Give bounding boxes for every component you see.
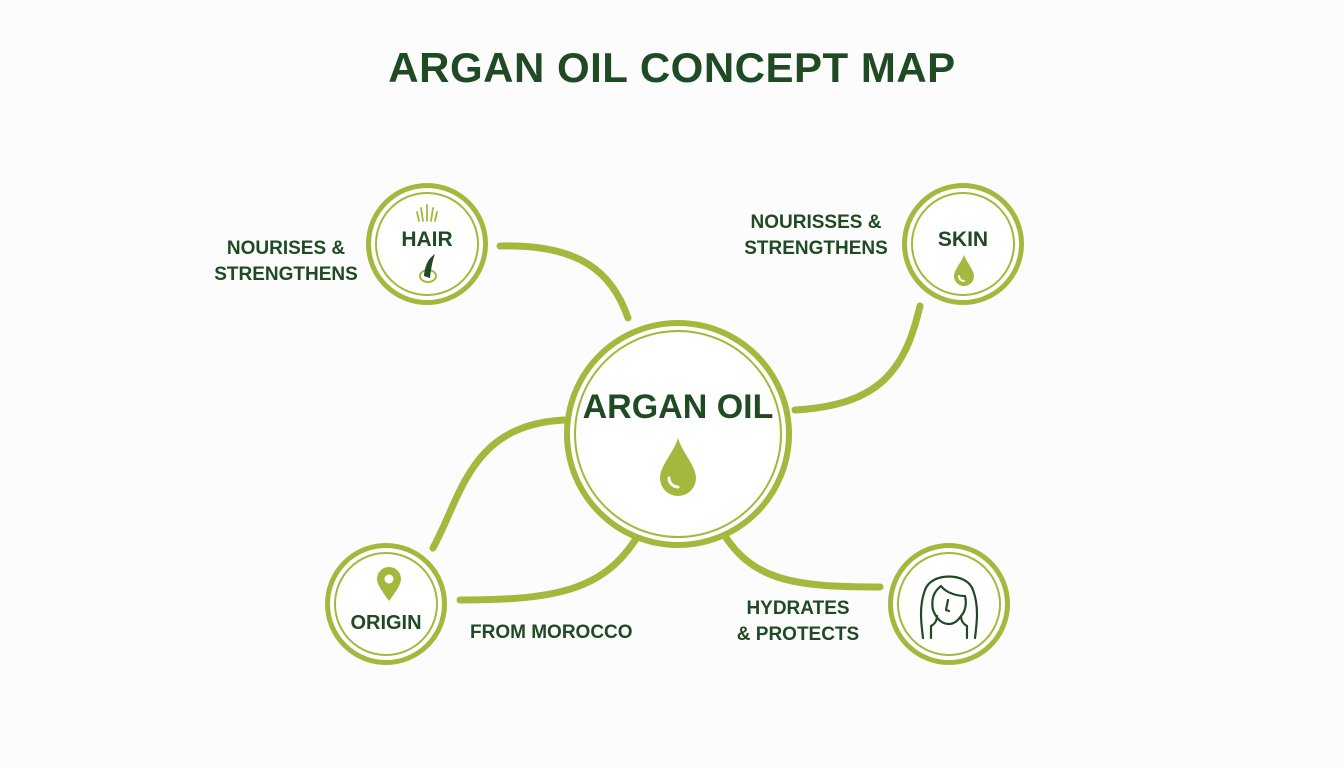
- skin-caption: NOURISSES & STRENGTHENS: [744, 212, 888, 259]
- droplet-icon: [954, 255, 974, 286]
- face-node[interactable]: [888, 543, 1010, 665]
- origin-caption: FROM MOROCCO: [470, 622, 633, 643]
- page-title: ARGAN OIL CONCEPT MAP: [388, 44, 956, 91]
- hair-strand-icon: [419, 254, 437, 283]
- origin-node[interactable]: ORIGIN: [325, 543, 447, 665]
- face-caption: HYDRATES & PROTECTS: [736, 598, 860, 645]
- origin-label: ORIGIN: [350, 612, 422, 634]
- center-label: ARGAN OIL: [582, 388, 774, 426]
- connector-skin: [791, 302, 924, 414]
- connector-origin-lower: [456, 521, 648, 604]
- grass-icon: [416, 204, 438, 222]
- hair-node[interactable]: HAIR: [366, 183, 488, 305]
- center-node[interactable]: ARGAN OIL: [564, 320, 792, 548]
- hair-label: HAIR: [401, 228, 453, 251]
- skin-label: SKIN: [937, 228, 989, 251]
- oil-drop-icon: [660, 438, 696, 496]
- location-pin-icon: [377, 567, 401, 601]
- woman-face-icon: [919, 575, 979, 640]
- connector-face: [716, 524, 884, 591]
- connector-origin-upper: [429, 416, 568, 552]
- hair-caption: NOURISES & STRENGTHENS: [214, 238, 358, 285]
- connector-hair: [496, 242, 632, 322]
- skin-node[interactable]: SKIN: [902, 183, 1024, 305]
